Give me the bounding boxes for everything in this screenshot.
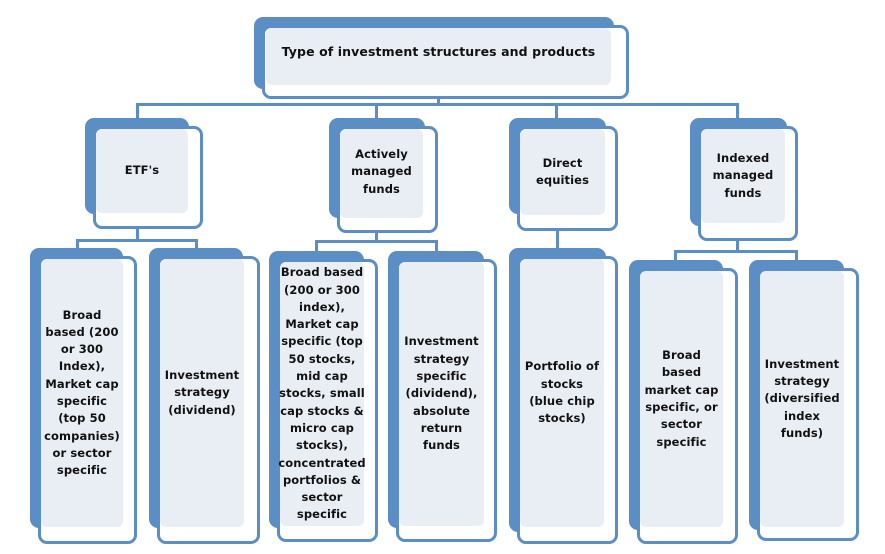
connector-level1-horizontal <box>136 103 739 106</box>
connector-etfs-down <box>136 227 139 241</box>
child-label: Broad based (200 or 300 Index), Market c… <box>44 307 120 478</box>
child-label: Investment strategy specific (dividend),… <box>404 334 479 453</box>
category-label: ETF's <box>124 163 160 178</box>
connector-to-direct-equities <box>555 103 558 119</box>
connector-to-actively-managed <box>375 103 378 119</box>
child-label: Portfolio of stocks (blue chip stocks) <box>524 359 600 426</box>
connector-to-indexed-managed <box>736 103 739 119</box>
connector-root-down <box>437 96 440 106</box>
connector-to-etfs <box>136 103 139 119</box>
connector-direct-down <box>556 229 559 249</box>
connector-actively-down <box>375 231 378 242</box>
child-label: Investment strategy (dividend) <box>164 368 240 417</box>
connector-actively-horizontal <box>315 240 438 243</box>
root-label: Type of investment structures and produc… <box>281 43 596 59</box>
connector-etfs-child2 <box>195 239 198 249</box>
connector-etfs-child1 <box>76 239 79 249</box>
connector-indexed-down <box>736 239 739 252</box>
child-label: Broad based market cap specific, or sect… <box>644 348 719 449</box>
category-label: Indexed managed funds <box>712 151 774 200</box>
child-label: Investment strategy (diversified index f… <box>764 356 840 440</box>
connector-indexed-child1 <box>674 250 677 261</box>
category-label: Direct equities <box>535 155 590 187</box>
connector-indexed-child2 <box>795 250 798 261</box>
connector-actively-child2 <box>435 240 438 251</box>
connector-actively-child1 <box>315 240 318 251</box>
connector-etfs-horizontal <box>76 239 198 242</box>
category-label: Actively managed funds <box>351 147 412 196</box>
child-label: Broad based (200 or 300 index), Market c… <box>278 265 366 522</box>
connector-indexed-horizontal <box>674 250 798 253</box>
